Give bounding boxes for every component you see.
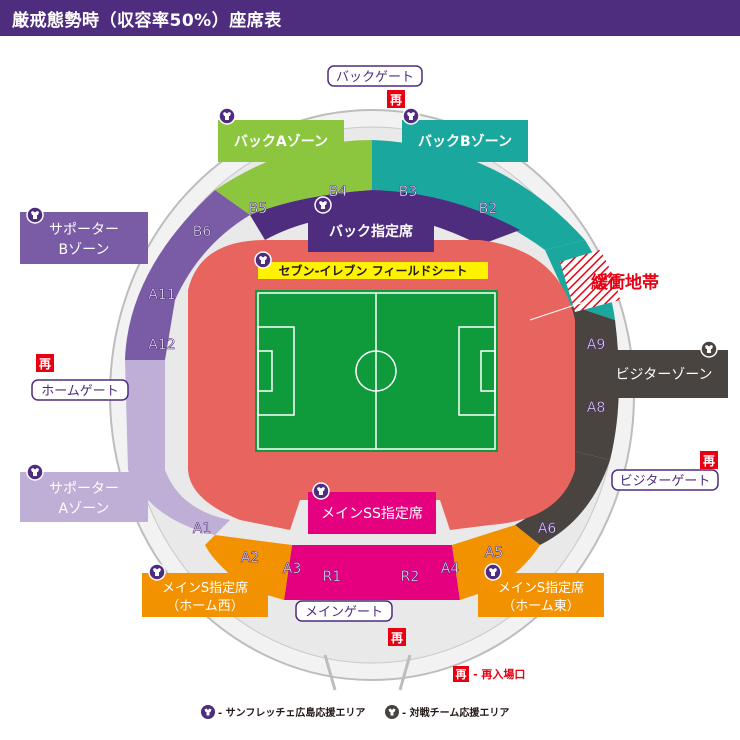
- home-shirt-icon: [26, 206, 44, 224]
- block-label-a6: A6: [538, 521, 557, 537]
- zone-label-main-ss: メインSS指定席: [321, 506, 423, 522]
- block-label-r2: R2: [401, 569, 420, 585]
- home-shirt-icon: [314, 196, 332, 214]
- reentry-marker-home: [36, 354, 54, 372]
- legend-reentry-marker-text: 再: [456, 668, 467, 681]
- south-stairs: [323, 654, 412, 691]
- block-label-a2: A2: [241, 550, 259, 566]
- zone-box-main-s-west: [142, 573, 268, 617]
- legend-reentry-marker: [453, 666, 469, 682]
- block-label-b3: B3: [399, 184, 418, 200]
- home-shirt-icon: [26, 463, 44, 481]
- zone-label-main-s-east-1: メインS指定席: [498, 580, 584, 596]
- zone-label-visitor: ビジターゾーン: [615, 367, 712, 383]
- pitch-center-circle: [355, 350, 397, 392]
- buffer-zone-leader: [529, 299, 591, 321]
- zone-label-supporter-a-2: Aゾーン: [59, 501, 110, 517]
- stand-main-s-west: [205, 535, 292, 600]
- zone-label-supporter-b-1: サポーター: [49, 222, 119, 238]
- stand-supporter-b: [125, 190, 250, 360]
- home-shirt-icon: [148, 563, 166, 581]
- zone-label-back-a: バックAゾーン: [234, 133, 328, 150]
- reentry-marker-home-text: 再: [39, 357, 51, 371]
- legend-away-shirt-icon: [385, 705, 399, 719]
- buffer-zone-label: 緩衝地帯: [591, 272, 659, 293]
- block-label-a3: A3: [283, 561, 301, 577]
- legend-home-label: - サンフレッチェ広島応援エリア: [218, 706, 365, 719]
- stand-visitor: [570, 305, 619, 460]
- page-title: 厳戒態勢時（収容率50%）座席表: [12, 11, 282, 31]
- stand-visitor-south: [515, 450, 610, 545]
- reentry-marker-main: [388, 628, 406, 646]
- zone-label-back-reserved: バック指定席: [329, 223, 413, 240]
- gate-back-box: [327, 65, 423, 87]
- reentry-marker-back-text: 再: [390, 93, 402, 107]
- zone-box-visitor: [600, 350, 728, 398]
- field-sheet-label: セブン-イレブン フィールドシート: [279, 263, 468, 278]
- zone-label-supporter-b-2: Bゾーン: [59, 242, 110, 258]
- gate-home-box: [31, 379, 129, 401]
- stand-main-s-east: [452, 525, 540, 600]
- zone-box-back-a: [218, 120, 344, 162]
- home-shirt-icon: [402, 107, 420, 125]
- home-shirt-icon: [312, 482, 330, 500]
- reentry-marker-visitor: [700, 451, 718, 469]
- block-label-a11: A11: [148, 287, 175, 303]
- zone-label-supporter-a-1: サポーター: [49, 481, 119, 497]
- stand-main-ss: [284, 545, 460, 600]
- buffer-zone-area: [560, 250, 620, 312]
- block-label-b5: B5: [249, 201, 268, 217]
- pitch-goal-area-east: [480, 350, 496, 392]
- zone-box-back-reserved: [308, 210, 434, 252]
- block-label-a5: A5: [485, 545, 503, 561]
- legend-away-label: - 対戦チーム応援エリア: [402, 706, 509, 719]
- home-shirt-icon: [484, 563, 502, 581]
- block-label-b4: B4: [329, 184, 348, 200]
- gate-home-label: ホームゲート: [41, 384, 119, 399]
- zone-label-back-b: バックBゾーン: [418, 133, 512, 150]
- reentry-marker-visitor-text: 再: [703, 454, 715, 468]
- zone-label-main-s-west-1: メインS指定席: [162, 580, 248, 596]
- away-shirt-icon: [700, 340, 718, 358]
- reentry-marker-back: [387, 90, 405, 108]
- legend-reentry-label: - 再入場口: [473, 667, 525, 681]
- reentry-marker-main-text: 再: [391, 631, 403, 645]
- zone-box-main-ss: [308, 492, 436, 534]
- block-label-b6: B6: [193, 224, 212, 240]
- home-shirt-icon: [218, 107, 236, 125]
- zone-box-main-s-east: [478, 573, 604, 617]
- gate-visitor-box: [611, 469, 719, 491]
- gate-main-box: [295, 600, 393, 622]
- field-sheet-bar: [258, 262, 488, 279]
- block-label-a4: A4: [441, 561, 460, 577]
- header-bar: 厳戒態勢時（収容率50%）座席表: [0, 0, 740, 36]
- legend-home-shirt-icon: [201, 705, 215, 719]
- stand-supporter-a: [125, 360, 230, 535]
- pitch-goal-area-west: [257, 350, 273, 392]
- block-label-b2: B2: [479, 201, 498, 217]
- home-shirt-icon: [254, 251, 272, 269]
- zone-box-back-b: [402, 120, 528, 162]
- block-label-a9: A9: [587, 337, 605, 353]
- gate-visitor-label: ビジターゲート: [620, 474, 711, 489]
- zone-label-main-s-west-2: （ホーム西）: [166, 599, 244, 614]
- gate-main-label: メインゲート: [305, 605, 383, 620]
- stand-back-b: [372, 140, 585, 250]
- block-label-a12: A12: [148, 337, 175, 353]
- block-label-a8: A8: [587, 400, 605, 416]
- block-label-r1: R1: [323, 569, 342, 585]
- zone-label-main-s-east-2: （ホーム東）: [502, 598, 580, 614]
- gate-back-label: バックゲート: [336, 70, 414, 85]
- block-label-a1: A1: [193, 521, 211, 537]
- zone-box-supporter-a: [20, 472, 148, 522]
